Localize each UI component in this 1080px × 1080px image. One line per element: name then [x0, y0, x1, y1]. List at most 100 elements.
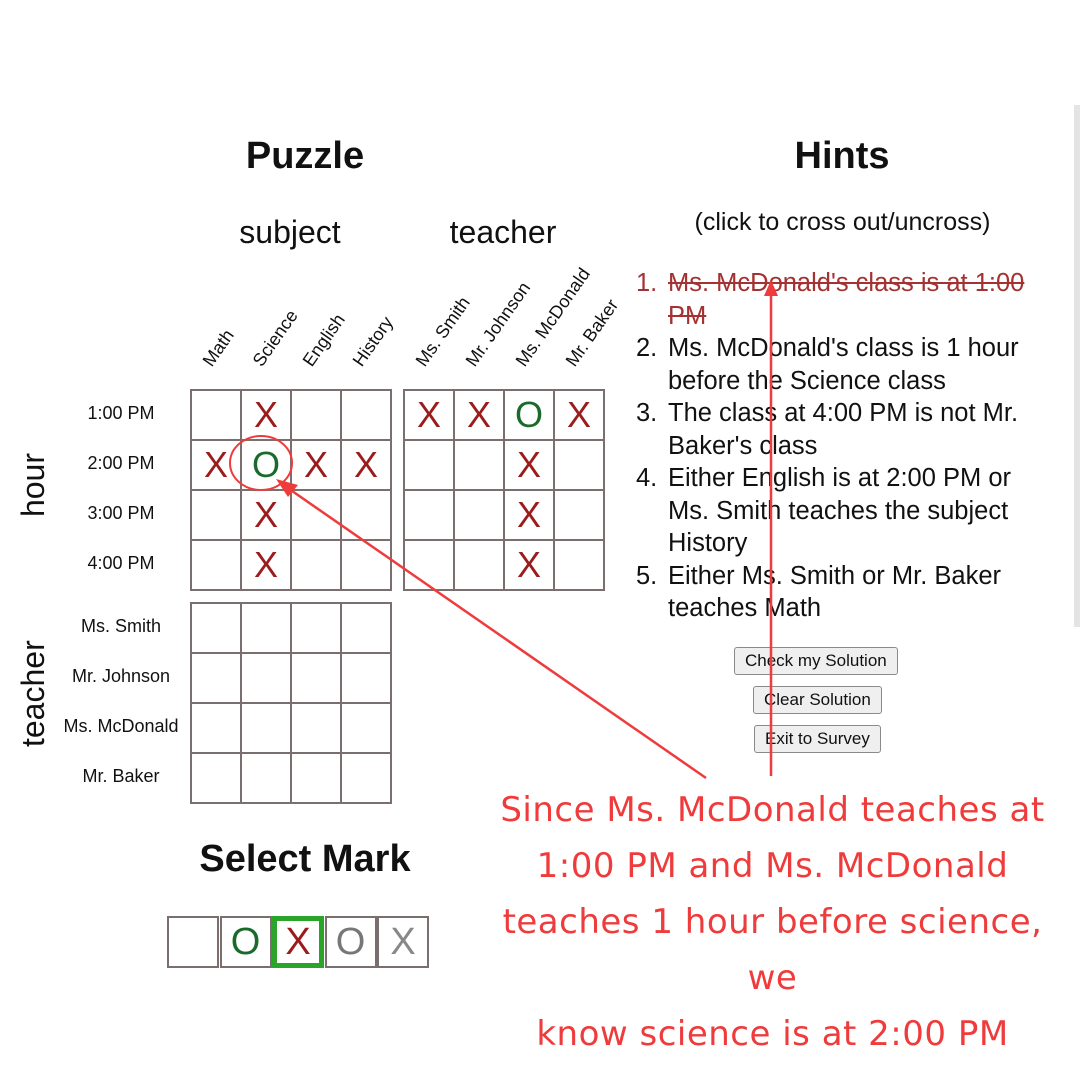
subject-group-label: subject — [239, 214, 341, 250]
teacher-subject-cell[interactable] — [191, 603, 241, 653]
hour-subject-cell[interactable] — [191, 540, 241, 590]
puzzle-title: Puzzle — [245, 135, 365, 177]
annotation-line: know science is at 2:00 PM — [536, 1014, 1009, 1054]
hint-text: Ms. McDonald's class is at 1:00 PM — [668, 269, 1025, 330]
hint-list: 1. Ms. McDonald's class is at 1:00 PM 2. Ms… — [636, 267, 1051, 625]
teacher-side-label: teacher — [15, 640, 51, 747]
teacher-row-label: Mr. Johnson — [71, 666, 171, 686]
mark-x-option[interactable]: X — [272, 916, 324, 968]
mark-o-light-option[interactable]: O — [324, 916, 377, 968]
hour-teacher-cell[interactable]: X — [504, 440, 554, 490]
hour-subject-cell[interactable] — [191, 490, 241, 540]
teacher-subject-cell[interactable] — [341, 753, 391, 803]
teacher-subject-cell[interactable] — [291, 603, 341, 653]
hour-teacher-cell[interactable]: O — [504, 390, 554, 440]
annotation-line: Since Ms. McDonald teaches at — [500, 790, 1045, 830]
annotation-text: Since Ms. McDonald teaches at 1:00 PM and… — [500, 782, 1045, 1062]
teacher-row-label: Ms. Smith — [80, 616, 161, 636]
check-solution-button[interactable]: Check my Solution — [734, 647, 898, 675]
hint-text: Either Ms. Smith or Mr. Baker teaches Ma… — [668, 561, 1001, 623]
teacher-subject-grid — [190, 602, 392, 804]
hour-subject-cell[interactable]: X — [291, 440, 341, 490]
hour-teacher-cell[interactable]: X — [554, 390, 604, 440]
hint-item[interactable]: 2. Ms. McDonald's class is 1 hour before … — [636, 332, 1051, 397]
hour-subject-cell[interactable]: X — [241, 490, 291, 540]
hint-text: The class at 4:00 PM is not Mr. Baker's … — [668, 399, 1019, 460]
teacher-subject-cell[interactable] — [191, 653, 241, 703]
hour-teacher-cell[interactable] — [554, 490, 604, 540]
hint-number: 3. — [636, 399, 658, 427]
teacher-subject-cell[interactable] — [291, 653, 341, 703]
hour-row-label: 4:00 PM — [87, 553, 155, 573]
hour-subject-cell[interactable] — [341, 540, 391, 590]
hour-subject-cell[interactable]: X — [241, 540, 291, 590]
teacher-subject-cell[interactable] — [241, 653, 291, 703]
hour-subject-cell[interactable] — [291, 390, 341, 440]
teacher-subject-cell[interactable] — [341, 603, 391, 653]
teacher-subject-cell[interactable] — [291, 703, 341, 753]
teacher-group-label: teacher — [449, 214, 557, 250]
hour-side-label: hour — [15, 452, 51, 518]
subject-header-science: Science — [248, 306, 302, 370]
hour-teacher-cell[interactable] — [404, 490, 454, 540]
hour-subject-cell[interactable]: O — [241, 440, 291, 490]
teacher-subject-cell[interactable] — [241, 753, 291, 803]
hour-subject-cell[interactable]: X — [191, 440, 241, 490]
hint-number: 5. — [636, 561, 658, 590]
hints-title: Hints — [794, 135, 890, 177]
hint-item[interactable]: 4. Either English is at 2:00 PM or Ms. Sm… — [636, 462, 1051, 560]
teacher-subject-cell[interactable] — [241, 603, 291, 653]
hour-subject-cell[interactable] — [341, 390, 391, 440]
hour-teacher-cell[interactable] — [454, 540, 504, 590]
hour-subject-cell[interactable]: X — [341, 440, 391, 490]
annotation-line: teaches 1 hour before science, we — [502, 902, 1043, 998]
teacher-row-label: Mr. Baker — [82, 766, 160, 786]
hour-teacher-cell[interactable] — [454, 490, 504, 540]
hour-subject-cell[interactable] — [291, 490, 341, 540]
hour-teacher-cell[interactable]: X — [454, 390, 504, 440]
select-mark-title: Select Mark — [199, 838, 411, 880]
mark-o-option[interactable]: O — [219, 916, 272, 968]
hint-number: 1. — [636, 269, 658, 297]
hour-row-label: 2:00 PM — [87, 453, 155, 473]
hour-row-label: 3:00 PM — [87, 503, 155, 523]
hint-text: Ms. McDonald's class is 1 hour before th… — [668, 334, 1019, 395]
teacher-subject-cell[interactable] — [291, 753, 341, 803]
hour-subject-cell[interactable]: X — [241, 390, 291, 440]
teacher-subject-cell[interactable] — [341, 703, 391, 753]
hour-teacher-cell[interactable]: X — [504, 490, 554, 540]
hour-teacher-cell[interactable]: X — [404, 390, 454, 440]
subject-header-english: English — [298, 310, 349, 370]
scrollbar[interactable] — [1074, 105, 1080, 627]
exit-to-survey-button[interactable]: Exit to Survey — [754, 725, 881, 753]
hint-text: Either English is at 2:00 PM or Ms. Smit… — [668, 464, 1011, 557]
hour-teacher-cell[interactable] — [554, 440, 604, 490]
hour-subject-cell[interactable] — [341, 490, 391, 540]
hint-number: 4. — [636, 464, 658, 492]
hour-teacher-cell[interactable] — [554, 540, 604, 590]
hour-subject-cell[interactable] — [291, 540, 341, 590]
annotation-line: 1:00 PM and Ms. McDonald — [536, 846, 1009, 886]
hints-subtitle: (click to cross out/uncross) — [694, 208, 991, 236]
hour-row-label: 1:00 PM — [87, 403, 155, 423]
hour-subject-cell[interactable] — [191, 390, 241, 440]
mark-blank-option[interactable] — [167, 916, 219, 968]
subject-header-history: History — [348, 312, 398, 370]
teacher-subject-cell[interactable] — [191, 703, 241, 753]
hint-item[interactable]: 3. The class at 4:00 PM is not Mr. Baker'… — [636, 397, 1051, 462]
hint-item[interactable]: 5. Either Ms. Smith or Mr. Baker teaches … — [636, 560, 1051, 625]
mark-x-light-option[interactable]: X — [377, 916, 429, 968]
teacher-subject-cell[interactable] — [341, 653, 391, 703]
hour-teacher-cell[interactable] — [454, 440, 504, 490]
clear-solution-button[interactable]: Clear Solution — [753, 686, 882, 714]
hour-teacher-cell[interactable]: X — [504, 540, 554, 590]
hint-number: 2. — [636, 334, 658, 362]
subject-header-math: Math — [198, 325, 238, 370]
hour-teacher-cell[interactable] — [404, 540, 454, 590]
hour-teacher-cell[interactable] — [404, 440, 454, 490]
teacher-subject-cell[interactable] — [241, 703, 291, 753]
hint-item[interactable]: 1. Ms. McDonald's class is at 1:00 PM — [636, 267, 1051, 332]
teacher-subject-cell[interactable] — [191, 753, 241, 803]
